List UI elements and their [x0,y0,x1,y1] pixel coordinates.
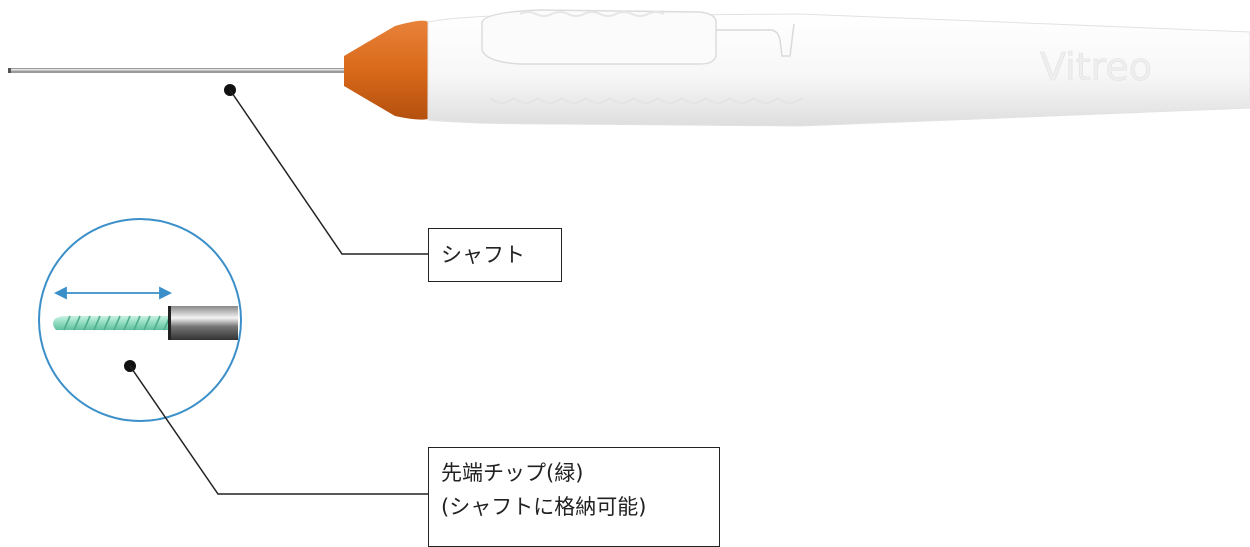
shaft-label-text: シャフト [441,243,525,267]
handle-grip-ridges [489,96,803,104]
extension-arrow-icon [53,286,173,300]
tip-label-line1: 先端チップ(緑) [441,461,584,485]
brand-text: Vitreo [1040,45,1152,89]
handle-groove [716,23,795,57]
tip-magnifier [38,218,242,422]
hub [344,20,430,120]
shaft-label: シャフト [428,228,562,282]
cannula-end [168,306,238,340]
shaft [8,68,344,73]
slider-button [481,9,717,65]
tip-label-line2: (シャフトに格納可能) [441,495,647,519]
tip-label: 先端チップ(緑) (シャフトに格納可能) [428,447,720,547]
slider-grip [519,11,665,17]
shaft-leader [224,84,428,255]
green-tip [53,315,172,331]
tip-leader [124,360,428,495]
